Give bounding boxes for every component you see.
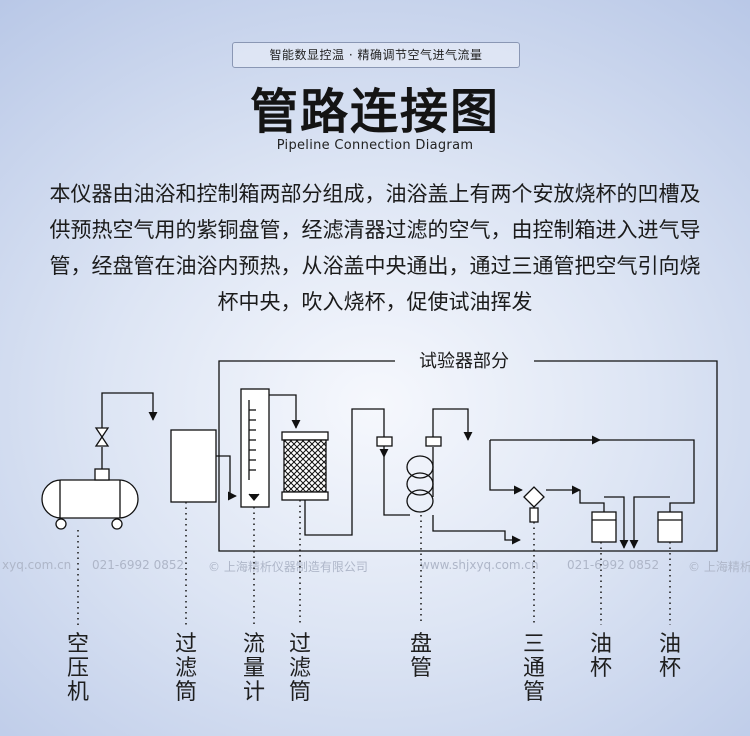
label-compressor: 空压机 <box>66 632 89 705</box>
tee-pipe-icon <box>523 486 545 523</box>
valve-icon <box>94 427 110 447</box>
label-tee: 三通管 <box>522 632 545 705</box>
header-badge: 智能数显控温 · 精确调节空气进气流量 <box>232 42 520 68</box>
oil-cup-1-icon <box>591 511 617 543</box>
leader-lines <box>77 500 671 625</box>
description-text: 本仪器由油浴和控制箱两部分组成，油浴盖上有两个安放烧杯的凹槽及供预热空气用的紫铜… <box>49 182 701 314</box>
label-filter-1: 过滤筒 <box>174 632 197 705</box>
watermark-5: 021-6992 0852 <box>567 558 660 572</box>
label-oil-cup-1: 油杯 <box>589 632 612 681</box>
flowmeter-icon <box>240 388 270 508</box>
watermark-2: 021-6992 0852 <box>92 558 185 572</box>
test-section-label: 试验器部分 <box>419 351 509 372</box>
watermark-3: © 上海精析仪器制造有限公司 <box>208 560 368 574</box>
filter-cylinder-1-icon <box>170 429 217 503</box>
watermark-1: xyq.com.cn <box>2 558 72 572</box>
label-filter-2: 过滤筒 <box>288 632 311 705</box>
filter-cylinder-2-icon <box>281 431 329 501</box>
label-coil: 盘管 <box>409 632 432 681</box>
page-title: 管路连接图 <box>249 84 500 140</box>
test-section-frame <box>218 360 718 552</box>
label-oil-cup-2: 油杯 <box>658 632 681 681</box>
compressor-icon <box>41 447 139 530</box>
page-subtitle: Pipeline Connection Diagram <box>276 138 474 153</box>
watermark-6: © 上海精析 <box>688 560 750 574</box>
oil-cup-2-icon <box>657 511 683 543</box>
coil-icon <box>383 447 434 516</box>
watermark-4: www.shjxyq.com.cn <box>420 558 539 572</box>
label-flowmeter: 流量计 <box>242 632 265 705</box>
